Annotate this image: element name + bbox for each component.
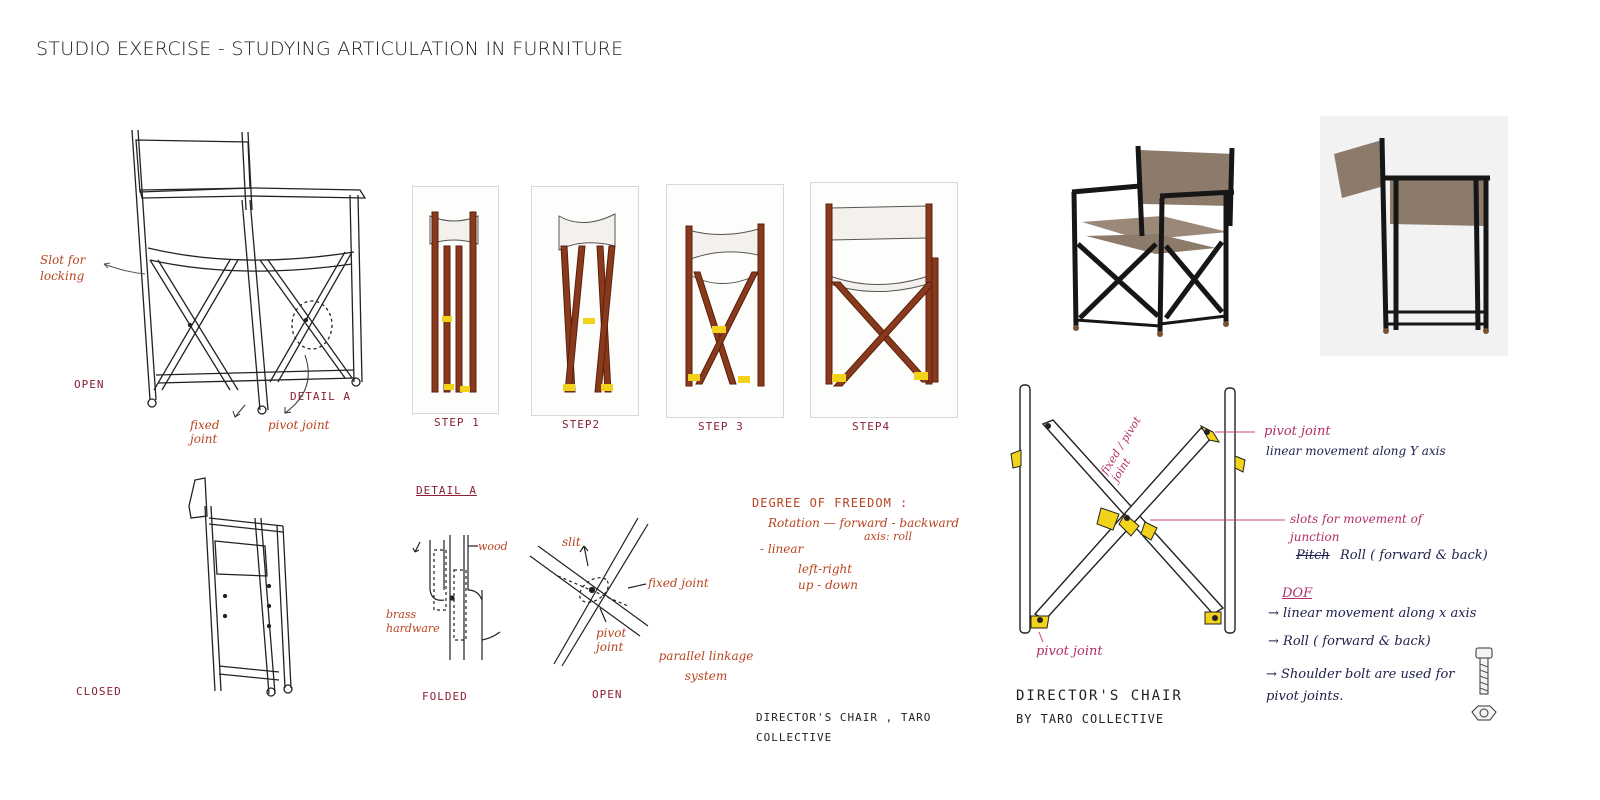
folded-label: FOLDED — [422, 690, 468, 703]
detail-a-heading: DETAIL A — [416, 484, 477, 497]
chair-photo-open — [1071, 145, 1235, 337]
step-3-sketch — [685, 223, 765, 387]
rotation-note: Rotation — forward - backward — [768, 516, 960, 530]
slot-for-locking-label: Slot for locking — [40, 253, 86, 283]
parallel-linkage-label: parallel linkage system — [658, 649, 754, 683]
detail-open-label: OPEN — [592, 688, 623, 701]
fixed-joint-label: fixed joint — [190, 418, 220, 446]
chair-photo-closed — [1334, 137, 1490, 334]
slots-label: slots for movement of junction — [1290, 512, 1423, 544]
closed-chair-sketch — [188, 477, 293, 697]
axis-roll-note: axis: roll — [864, 530, 913, 543]
joint-arrows-icon — [232, 354, 309, 418]
page-title: STUDIO EXERCISE - STUDYING ARTICULATION … — [36, 38, 624, 60]
mechanism-pivot-bottom-label: pivot joint — [1036, 644, 1103, 659]
linear-y-axis-label: linear movement along Y axis — [1266, 444, 1446, 458]
slot-arrow-icon — [103, 262, 146, 275]
detail-a-callout: DETAIL A — [290, 390, 351, 403]
linear-note: - linear — [760, 542, 804, 556]
step-3-label: STEP 3 — [698, 420, 744, 433]
closed-state-label: CLOSED — [76, 685, 122, 698]
detail-a-open-sketch — [529, 517, 649, 667]
brass-hardware-label: brass hardware — [386, 608, 440, 635]
credit-taro-collective: BY TARO COLLECTIVE — [1016, 712, 1165, 726]
detail-a-folded-sketch — [412, 535, 501, 660]
step-1-label: STEP 1 — [434, 416, 480, 429]
dof-sub-heading: DOF — [1282, 586, 1313, 601]
slit-label: slit — [562, 535, 581, 549]
mechanism-diagram — [1010, 384, 1285, 643]
up-down-note: up - down — [798, 578, 858, 592]
pivot-joint-label: pivot joint — [268, 418, 330, 432]
left-right-note: left-right — [798, 562, 853, 576]
credit-taro-left: DIRECTOR'S CHAIR , TARO COLLECTIVE — [756, 711, 932, 744]
wood-label: wood — [478, 540, 508, 553]
step-4-sketch — [825, 203, 939, 387]
shoulder-bolt-icon — [1471, 647, 1497, 721]
mechanism-pivot-top-label: pivot joint — [1264, 424, 1331, 439]
step-2-label: STEP2 — [562, 418, 601, 431]
detail-fixed-joint-label: fixed joint — [648, 576, 709, 590]
step-2-sketch — [558, 213, 616, 393]
detail-pivot-joint-label: pivot joint — [596, 626, 627, 654]
step-4-label: STEP4 — [852, 420, 891, 433]
open-state-label: OPEN — [74, 378, 105, 391]
dof-item-roll: → Roll ( forward & back) — [1268, 634, 1431, 649]
pitch-struck-label: Pitch — [1296, 548, 1330, 563]
credit-directors-chair: DIRECTOR'S CHAIR — [1016, 688, 1183, 704]
dof-heading: DEGREE OF FREEDOM : — [752, 496, 909, 510]
dof-item-shoulder-bolt: → Shoulder bolt are used for pivot joint… — [1266, 667, 1455, 704]
open-chair-sketch — [131, 129, 367, 415]
dof-item-linear-x: → linear movement along x axis — [1268, 606, 1477, 621]
roll-label: Roll ( forward & back) — [1340, 548, 1488, 563]
step-1-sketch — [429, 211, 479, 393]
